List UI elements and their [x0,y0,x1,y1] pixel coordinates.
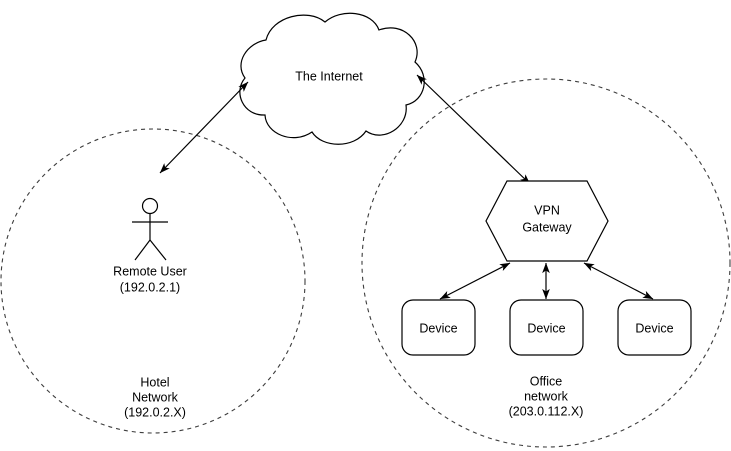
hotel-network-label-line2: Network [132,390,179,404]
connector-gateway-device-3 [583,262,654,300]
vpn-gateway-label-line2: Gateway [522,220,572,234]
connector-internet-remote-user [159,81,249,174]
office-network-label-line3: (203.0.112.X) [509,404,584,418]
remote-user-figure [132,197,168,261]
device-label-2: Device [527,321,565,335]
office-network-label-line1: Office [530,374,562,388]
connector-internet-gateway [416,74,531,185]
vpn-gateway-label-line1: VPN [534,203,560,217]
vpn-gateway-shape [485,180,609,262]
remote-user-label-line1: Remote User [113,264,187,278]
device-box-2 [509,299,584,356]
device-box-1 [401,299,476,356]
office-network-label-line2: network [524,389,569,403]
hotel-network-boundary [0,128,306,434]
remote-user-head [141,197,159,215]
device-label-3: Device [635,321,673,335]
connector-gateway-device-1 [439,262,511,300]
remote-user-leg-right [149,239,167,261]
device-label-1: Device [419,321,457,335]
hotel-network-label-line1: Hotel [140,375,169,389]
device-box-3 [617,299,692,356]
remote-user-label-line2: (192.0.2.1) [120,280,180,294]
office-network-boundary [361,78,731,448]
remote-user-leg-left [134,239,151,261]
cloud-label: The Internet [295,69,363,83]
hotel-network-label-line3: (192.0.2.X) [124,405,186,419]
